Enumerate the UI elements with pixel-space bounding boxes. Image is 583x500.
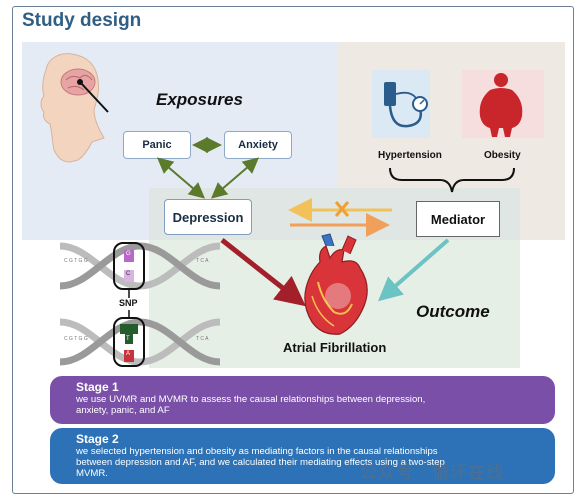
mediator-to-af-arrow — [377, 238, 450, 302]
stage-2-line-2: between depression and AF, and we calcul… — [76, 457, 445, 468]
dna-strand-2 — [59, 317, 221, 367]
stage-2-box: Stage 2 we selected hypertension and obe… — [50, 428, 555, 484]
cross-icon — [334, 201, 350, 217]
stage-2-title: Stage 2 — [76, 432, 119, 446]
stage-2-line-3: MVMR. — [76, 468, 108, 479]
stage-1-line-2: anxiety, panic, and AF — [76, 405, 170, 416]
snp-label: SNP — [119, 298, 138, 308]
anxiety-box: Anxiety — [224, 131, 292, 159]
depression-to-af-arrow — [220, 238, 306, 307]
stage-2-line-1: we selected hypertension and obesity as … — [76, 446, 438, 457]
watermark: 公众号 · 循环在线 — [360, 463, 505, 482]
anxiety-depression-arrow — [210, 157, 260, 199]
obesity-label: Obesity — [484, 150, 521, 161]
snp-box-top — [113, 242, 145, 290]
outcome-heading: Outcome — [416, 302, 490, 321]
dna-strand-1 — [59, 242, 221, 290]
strand2-right-bases: T C A — [196, 336, 209, 342]
stage-1-title: Stage 1 — [76, 380, 119, 394]
stage-1-line-1: we use UVMR and MVMR to assess the causa… — [76, 394, 426, 405]
mediator-box: Mediator — [416, 201, 500, 237]
panic-depression-arrow — [156, 157, 206, 199]
depression-box: Depression — [164, 199, 252, 235]
page-title: Study design — [22, 10, 142, 31]
pointer-line — [79, 81, 109, 113]
snp-base-top-2: T — [126, 336, 130, 342]
snp-base-top-1: G — [126, 251, 131, 257]
stage-1-box: Stage 1 we use UVMR and MVMR to assess t… — [50, 376, 555, 424]
hypertension-label: Hypertension — [378, 150, 442, 161]
snp-base-bottom-2: A — [126, 351, 131, 357]
exposures-heading: Exposures — [156, 90, 243, 109]
figure-frame — [12, 6, 574, 494]
strand1-right-bases: T C A — [196, 258, 209, 264]
snp-base-bottom-1: C — [126, 271, 131, 277]
strand1-left-bases: C G T G G — [64, 258, 88, 264]
strand2-left-bases: C G T G G — [64, 336, 88, 342]
af-label: Atrial Fibrillation — [283, 340, 387, 355]
